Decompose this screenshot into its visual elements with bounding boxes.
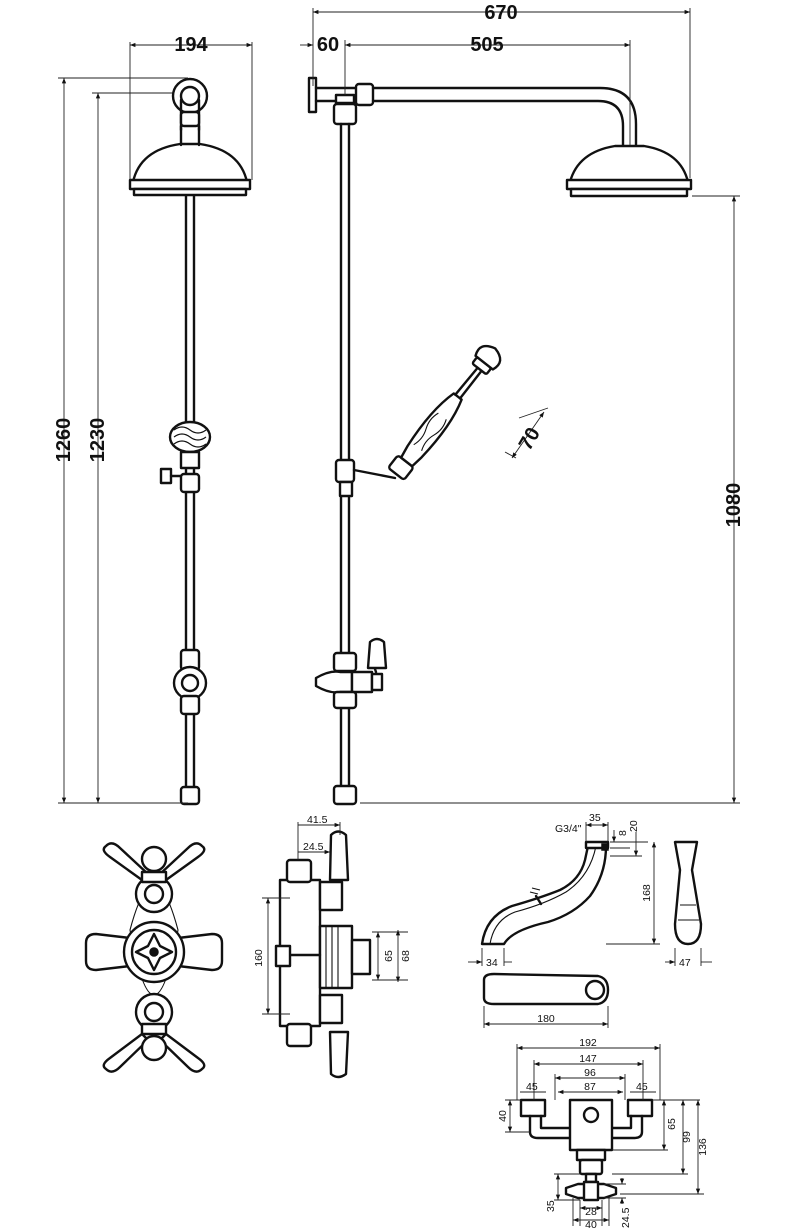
valve-bottom-handle: [102, 992, 206, 1073]
side-valve-top-nut: [332, 651, 358, 673]
front-shower-head: [131, 142, 249, 184]
front-dimensions: 194 1260 1230: [53, 34, 253, 804]
dim-body-99: 99: [681, 1131, 693, 1143]
side-handset: [388, 344, 502, 481]
valve-top-handle: [102, 842, 206, 914]
valve-middle-handle: [84, 920, 224, 984]
dim-body-40-bottom: 40: [585, 1219, 597, 1230]
dim-body-136: 136: [697, 1138, 709, 1156]
dim-body-87: 87: [584, 1081, 596, 1093]
side-wall-plate: [307, 76, 318, 114]
dim-valve-offset-a: 41.5: [307, 814, 328, 826]
spout-dimensions: G3/4" 35 8 20 168 34 47 180: [468, 812, 712, 1028]
dim-valve-offset-b: 24.5: [303, 841, 324, 853]
body-right-inlet-nut: [626, 1098, 654, 1118]
dim-head-diameter: 194: [174, 34, 208, 56]
dim-total-height: 1260: [53, 418, 75, 463]
dim-spout-length: 180: [537, 1013, 555, 1025]
dim-spout-side-47: 47: [679, 957, 691, 969]
valve-side-thermostat: [318, 924, 354, 990]
valve-side-view: [274, 830, 372, 1079]
dim-handset-head: 70: [515, 424, 545, 454]
dim-body-45-left: 45: [526, 1081, 538, 1093]
dim-head-height: 1080: [723, 483, 745, 528]
body-dimensions: 192 147 96 87 45 45 40 65 99 136 35 24.5…: [497, 1037, 709, 1230]
side-dimensions: 670 60 505 1080 70: [300, 2, 745, 804]
side-shower-head: [568, 144, 690, 184]
dim-spout-34: 34: [486, 957, 498, 969]
side-bottom-nut: [332, 784, 358, 806]
dim-spout-168: 168: [641, 884, 653, 902]
dim-top-width: 670: [484, 2, 517, 24]
side-slider: [334, 458, 356, 484]
spout-top-view: [482, 972, 610, 1006]
dim-body-28: 28: [585, 1206, 597, 1218]
dim-valve-depth-68: 68: [400, 950, 412, 962]
dim-valve-height: 160: [253, 949, 265, 967]
dim-body-35: 35: [545, 1200, 557, 1212]
side-valve-body: [314, 670, 354, 694]
dim-body-96: 96: [584, 1067, 596, 1079]
side-view: [307, 76, 693, 806]
dim-arm-reach: 505: [470, 34, 503, 56]
dim-body-65: 65: [666, 1118, 678, 1130]
spout-side-view: [480, 840, 610, 946]
dim-body-147: 147: [579, 1053, 597, 1065]
dim-body-45-right: 45: [636, 1081, 648, 1093]
dim-body-40: 40: [497, 1110, 509, 1122]
dim-valve-depth-65: 65: [383, 950, 395, 962]
valve-front-view: [84, 842, 224, 1073]
body-left-inlet-nut: [519, 1098, 547, 1118]
dim-spout-thread: G3/4": [555, 823, 582, 835]
spout-body: [480, 844, 608, 946]
dim-spout-35: 35: [589, 812, 601, 824]
dim-spout-20: 20: [628, 820, 640, 832]
spout-end-view: [673, 840, 703, 946]
side-lever-handle: [366, 637, 388, 670]
front-view: [128, 77, 252, 806]
side-shower-arm: [371, 86, 638, 147]
front-bottom-nut: [179, 785, 201, 806]
dim-spout-8: 8: [617, 830, 629, 836]
dim-body-24-5: 24.5: [620, 1207, 632, 1228]
concealed-body-view: [519, 1098, 654, 1202]
dim-wall-offset: 60: [317, 34, 339, 56]
valve-dimensions: 41.5 24.5 160 65 68: [253, 814, 412, 1015]
dim-rail-height: 1230: [87, 418, 109, 463]
dim-body-192: 192: [579, 1037, 597, 1049]
